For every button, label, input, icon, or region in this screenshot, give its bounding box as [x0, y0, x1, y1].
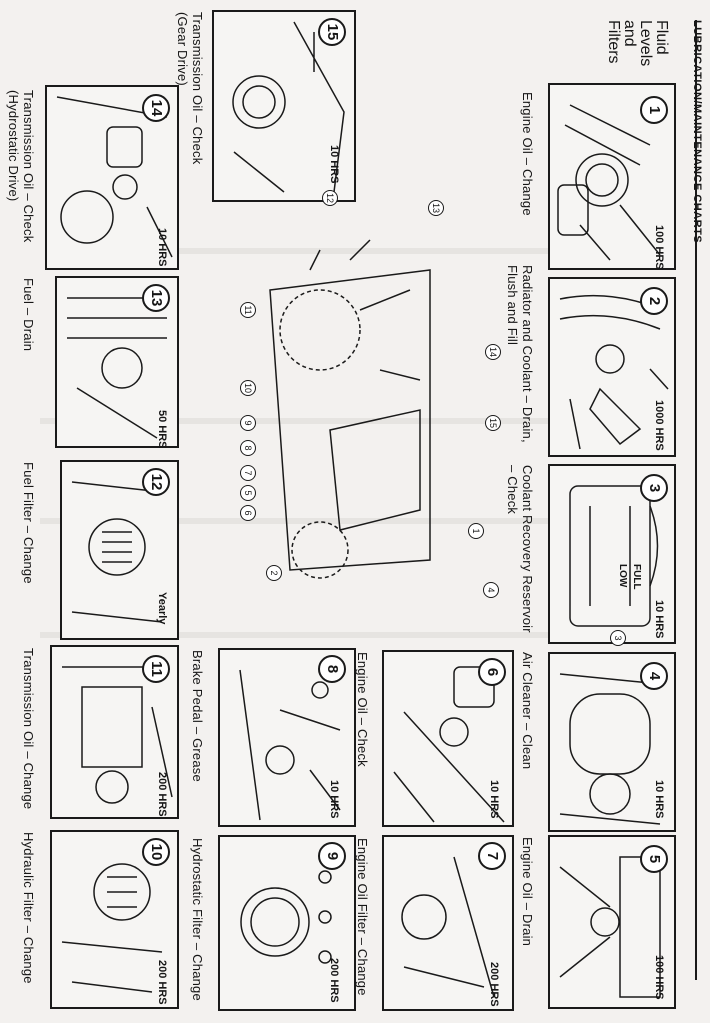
interval-label: 200 HRS [488, 962, 500, 1007]
step-number-badge: 1 [640, 96, 668, 124]
step-number-badge: 11 [142, 655, 170, 683]
diagram-callout: 4 [483, 582, 499, 598]
diagram-callout: 3 [610, 630, 626, 646]
section-title-line: Levels [637, 20, 654, 67]
diagram-callout: 15 [485, 415, 501, 431]
interval-label: 1000 HRS [653, 400, 665, 451]
panel-caption: Air Cleaner – Clean [520, 652, 535, 770]
section-title-line: Fluid [653, 20, 670, 55]
interval-label: Yearly [156, 592, 168, 625]
diagram-callout: 14 [485, 344, 501, 360]
step-number-badge: 4 [640, 662, 668, 690]
interval-label: 10 HRS [328, 145, 340, 184]
interval-label: 100 HRS [653, 955, 665, 1000]
diagram-callout: 7 [240, 465, 256, 481]
diagram-callout: 10 [240, 380, 256, 396]
step-number-badge: 7 [478, 842, 506, 870]
interval-label: 10 HRS [328, 780, 340, 819]
interval-label: 10 HRS [653, 780, 665, 819]
step-number-badge: 8 [318, 655, 346, 683]
panel-caption-line: Transmission Oil – Check [21, 90, 36, 243]
interval-label: 200 HRS [328, 958, 340, 1003]
panel-caption: Hydraulic Filter – Change [21, 832, 36, 984]
page-border-right [695, 20, 697, 980]
diagram-callout: 2 [266, 565, 282, 581]
interval-label: 10 HRS [653, 600, 665, 639]
panel-caption: Engine Oil – Change [520, 92, 535, 216]
interval-label: 50 HRS [156, 410, 168, 449]
panel-caption-line: (Hydrostatic Drive) [6, 90, 21, 202]
step-number-badge: 15 [318, 18, 346, 46]
step-number-badge: 6 [478, 658, 506, 686]
panel-caption: Hydrostatic Filter – Change [190, 838, 205, 1001]
panel-caption: Brake Pedal – Grease [190, 650, 205, 782]
panel-caption: Transmission Oil – Change [21, 648, 36, 810]
diagram-callout: 1 [468, 523, 484, 539]
diagram-callout: 6 [240, 505, 256, 521]
panel-caption: Engine Oil Filter – Change [355, 838, 370, 996]
section-title-line: Filters [605, 20, 622, 64]
diagram-callout: 5 [240, 485, 256, 501]
diagram-callout: 13 [428, 200, 444, 216]
panel-caption: Engine Oil – Check [355, 652, 370, 767]
step-number-badge: 12 [142, 468, 170, 496]
step-number-badge: 14 [142, 94, 170, 122]
interval-label: 10 HRS [156, 228, 168, 267]
interval-label: 100 HRS [653, 225, 665, 270]
step-number-badge: 10 [142, 838, 170, 866]
low-mark-label: LOW [617, 564, 628, 588]
bleed-through [40, 632, 660, 638]
step-number-badge: 9 [318, 842, 346, 870]
tractor-overview-diagram: 1 2 3 4 5 6 7 8 9 10 11 12 13 14 15 [230, 190, 626, 646]
step-number-badge: 13 [142, 284, 170, 312]
diagram-callout: 11 [240, 302, 256, 318]
bleed-through [40, 518, 660, 524]
panel-caption: Fuel Filter – Change [21, 462, 36, 584]
interval-label: 200 HRS [156, 960, 168, 1005]
full-mark-label: FULL [631, 564, 642, 590]
panel-caption-line: Transmission Oil – Check [190, 12, 205, 165]
diagram-callout: 12 [322, 190, 338, 206]
diagram-callout: 8 [240, 440, 256, 456]
step-number-badge: 3 [640, 474, 668, 502]
panel-caption-line: (Gear Drive) [175, 12, 190, 86]
interval-label: 200 HRS [156, 772, 168, 817]
interval-label: 10 HRS [488, 780, 500, 819]
step-number-badge: 2 [640, 287, 668, 315]
panel-caption: Fuel – Drain [21, 278, 36, 352]
step-number-badge: 5 [640, 845, 668, 873]
bleed-through [40, 418, 660, 424]
diagram-callout: 9 [240, 415, 256, 431]
chart-title: LUBRICATION/MAINTENANCE CHARTS [691, 20, 703, 244]
section-title-line: and [621, 20, 638, 47]
panel-caption: Engine Oil – Drain [520, 837, 535, 947]
